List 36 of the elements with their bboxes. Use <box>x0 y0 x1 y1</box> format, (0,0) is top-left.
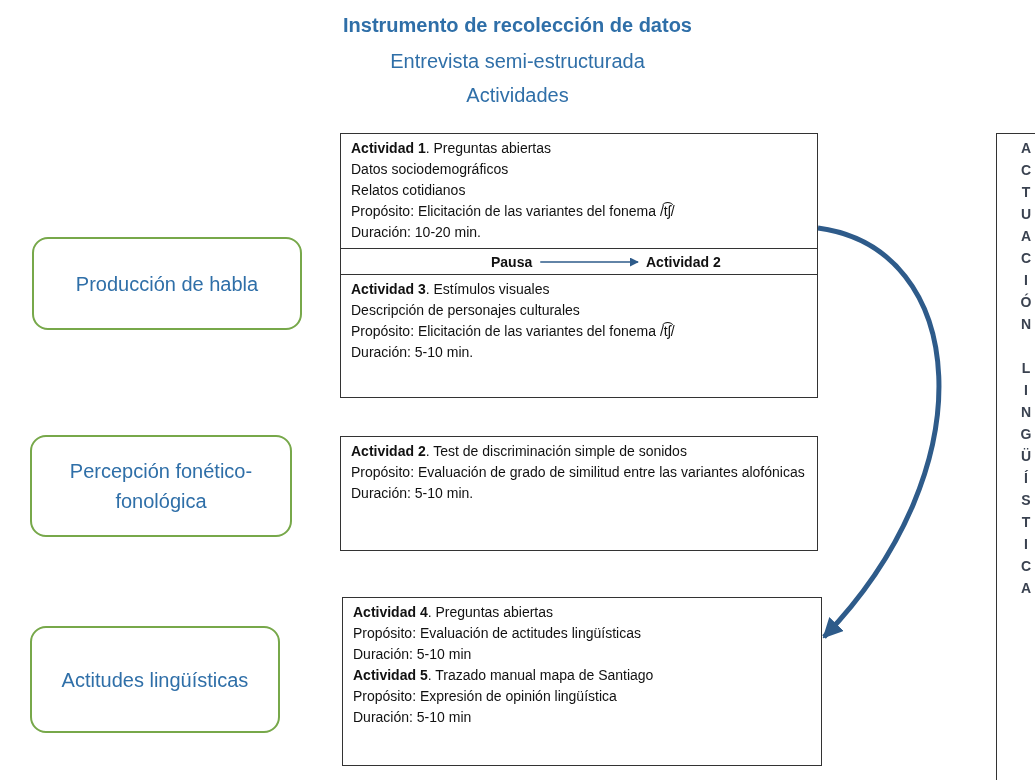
category-box <box>30 626 280 733</box>
subtitle-text: Actividades <box>465 84 570 107</box>
category-box <box>32 237 302 330</box>
text-line: Datos sociodemográficos <box>351 160 510 179</box>
text-line: Propósito: Evaluación de actitudes lingüísticas <box>353 624 642 643</box>
text-line: Duración: 10-20 min. <box>351 223 482 242</box>
text-line: Propósito: Elicitación de las variantes del fonema /t͡ʃ/ <box>351 201 676 221</box>
title-text: Instrumento de recolección de datos <box>342 14 693 37</box>
text-line: Actividad 2. Test de discriminación simple de sonidos <box>351 442 688 461</box>
text-line: Descripción de personajes culturales <box>351 301 581 320</box>
text-line: Propósito: Elicitación de las variantes del fonema /t͡ʃ/ <box>351 321 676 341</box>
activity-box <box>342 597 822 766</box>
text-line: Duración: 5-10 min. <box>351 343 475 362</box>
category-box <box>30 435 292 537</box>
text-line: Actividad 4. Preguntas abiertas <box>353 603 554 622</box>
pause-box <box>340 248 818 275</box>
text-line: Duración: 5-10 min. <box>351 484 475 503</box>
text-line: Actividad 3. Estímulos visuales <box>351 280 551 299</box>
text-line: Relatos cotidianos <box>351 181 467 200</box>
step-text: Pausa <box>491 252 533 272</box>
activity-box <box>340 133 818 398</box>
text-line: Actividad 5. Trazado manual mapa de Santiago <box>353 666 655 685</box>
curved-arrow <box>817 225 942 639</box>
text-line: Actividad 1. Preguntas abiertas <box>351 139 552 158</box>
subtitle-text: Entrevista semi-estructurada <box>389 50 646 73</box>
category-text: Actitudes lingüísticas <box>61 667 249 693</box>
activity-box <box>340 436 818 551</box>
text-line: Duración: 5-10 min <box>353 708 473 727</box>
arrow <box>539 257 639 267</box>
text-line: Propósito: Evaluación de grado de similitud entre las variantes alofónicas <box>351 463 806 482</box>
text-line: Propósito: Expresión de opinión lingüística <box>353 687 618 706</box>
text-line: Duración: 5-10 min <box>353 645 473 664</box>
category-text: Percepción fonético-fonológica <box>68 459 254 514</box>
category-text: Producción de habla <box>75 271 259 297</box>
step-text: Actividad 2 <box>646 252 721 272</box>
vertical-text: ACTUACIÓN LINGÜÍSTICA <box>1018 140 1034 604</box>
